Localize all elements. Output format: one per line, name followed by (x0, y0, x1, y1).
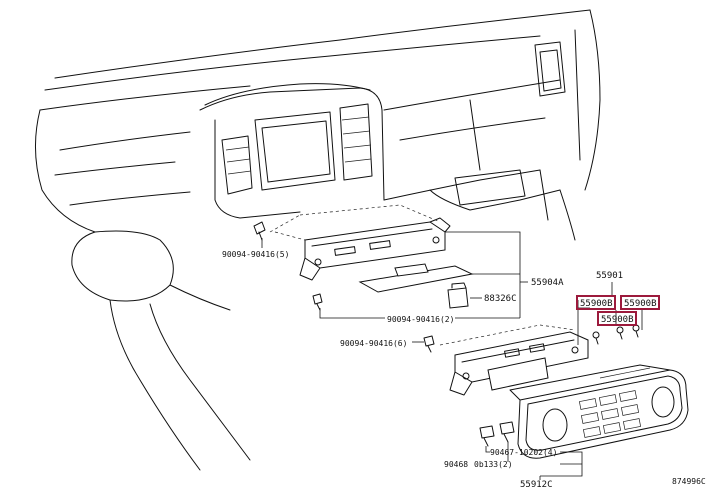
label-90094-low: 90094-90416(6) (340, 339, 407, 348)
part-labels: 90094-90416(5) 55904A 55901 88326C 90094… (222, 250, 706, 490)
clip-icon (499, 421, 515, 443)
label-90468: 90468 (444, 460, 468, 469)
screw-icon (312, 293, 323, 311)
label-90094-left: 90094-90416(5) (222, 250, 289, 259)
label-90468-suffix: 0b133(2) (474, 460, 513, 469)
label-55904A: 55904A (531, 278, 564, 288)
clip-icon (479, 425, 495, 447)
label-90094-mid: 90094-90416(2) (387, 315, 454, 324)
heater-control-panel (509, 364, 689, 459)
connector-88326C (447, 282, 469, 309)
bracket-55904A (269, 204, 451, 281)
highlight-55900B-2 (620, 295, 660, 310)
highlight-55900B-3 (597, 311, 637, 326)
control-bracket (439, 324, 589, 396)
diagram-reference-number: 874996C (672, 477, 706, 486)
highlight-55900B-1 (576, 295, 616, 310)
label-55900B-1: 55900B (580, 299, 613, 309)
screw-icon (253, 221, 266, 241)
dashboard-outline (35, 9, 601, 471)
screw-icon (592, 331, 600, 345)
plate (358, 263, 474, 293)
screw-icon (423, 335, 435, 353)
label-90467: 90467-10202(4) (490, 448, 557, 457)
label-88326C: 88326C (484, 294, 517, 304)
knob-right-icon (651, 386, 675, 418)
screw-icon (632, 324, 640, 338)
label-55900B-3: 55900B (601, 315, 634, 325)
label-55901: 55901 (596, 271, 623, 281)
screw-icon (616, 326, 624, 340)
label-55900B-2: 55900B (624, 299, 657, 309)
control-buttons (578, 390, 642, 438)
knob-left-icon (542, 408, 568, 442)
label-55912C: 55912C (520, 480, 553, 490)
